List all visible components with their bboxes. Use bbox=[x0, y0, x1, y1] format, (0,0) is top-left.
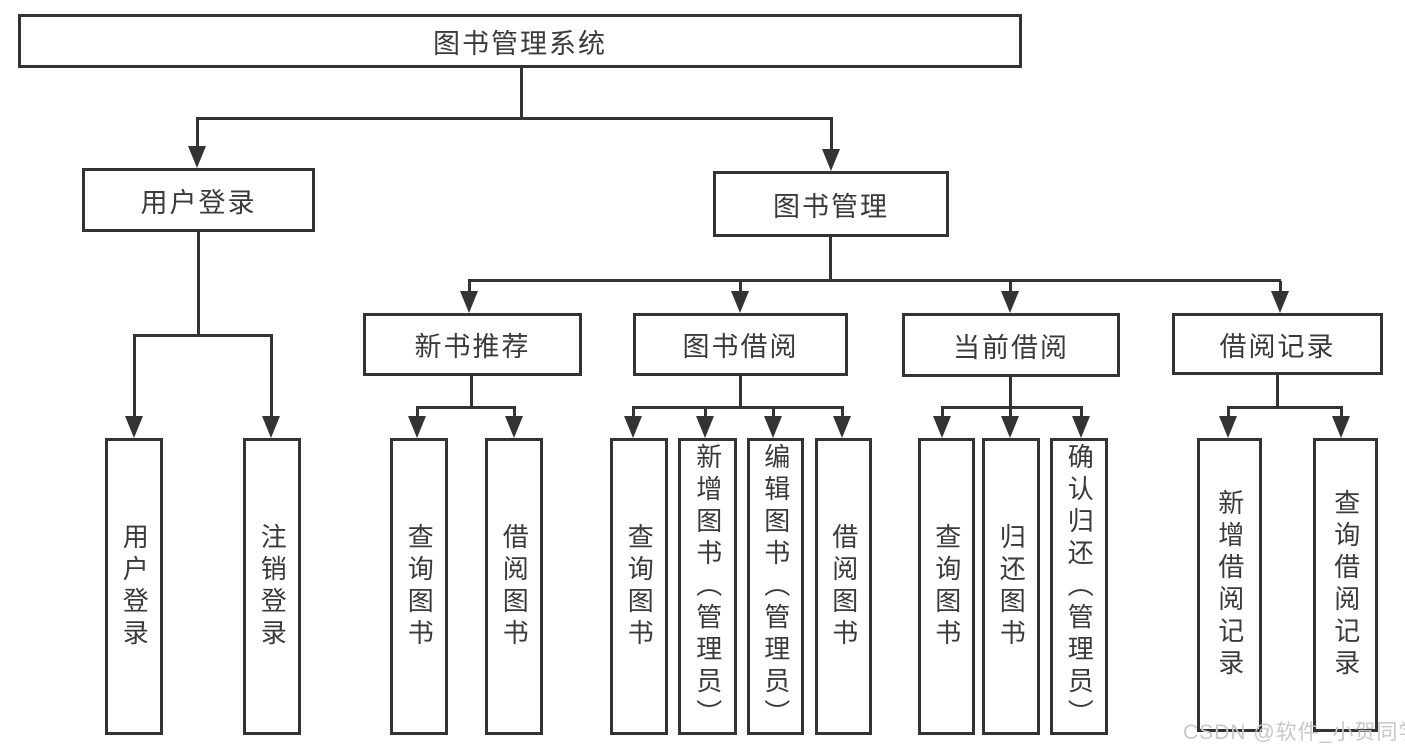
arrowhead-e2 bbox=[1332, 416, 1350, 438]
node-leaf-query-book-rec: 查询图书 bbox=[390, 438, 448, 735]
connector-drop-c3 bbox=[772, 408, 775, 416]
connector-drop-d1 bbox=[941, 408, 944, 416]
node-root: 图书管理系统 bbox=[18, 14, 1022, 68]
node-user-login-group-label: 用户登录 bbox=[140, 187, 257, 218]
node-leaf-user-login: 用户登录 bbox=[105, 438, 163, 735]
connector-drop-book-borrow bbox=[739, 281, 742, 293]
arrowhead-book-mgmt bbox=[822, 149, 840, 171]
connector-drop-new-book bbox=[468, 281, 471, 293]
node-leaf-add-book-admin: 新增图书（管理员） bbox=[678, 438, 737, 735]
arrowhead-new-book bbox=[460, 291, 478, 313]
node-leaf-query-book-rec-label: 查询图书 bbox=[404, 522, 435, 651]
connector-drop-user-login bbox=[196, 119, 199, 147]
node-leaf-add-borrow-record-label: 新增借阅记录 bbox=[1214, 489, 1245, 681]
node-leaf-confirm-return-admin-label: 确认归还（管理员） bbox=[1064, 442, 1095, 731]
arrowhead-leaf-logout bbox=[262, 416, 280, 438]
arrowhead-c1 bbox=[624, 416, 642, 438]
connector-book-mgmt-stem bbox=[829, 236, 832, 281]
node-leaf-query-borrow-record: 查询借阅记录 bbox=[1313, 438, 1378, 732]
arrowhead-leaf-login bbox=[125, 416, 143, 438]
connector-drop-c2 bbox=[704, 408, 707, 416]
node-leaf-edit-book-admin-label: 编辑图书（管理员） bbox=[760, 442, 791, 731]
node-book-mgmt-group-label: 图书管理 bbox=[773, 191, 889, 222]
node-leaf-return-book-label: 归还图书 bbox=[996, 522, 1027, 651]
arrowhead-c3 bbox=[764, 416, 782, 438]
node-leaf-query-book-current-label: 查询图书 bbox=[931, 522, 962, 651]
arrowhead-user-login bbox=[188, 146, 206, 168]
node-leaf-borrow-book-rec: 借阅图书 bbox=[485, 438, 543, 735]
node-borrow-record: 借阅记录 bbox=[1172, 313, 1383, 375]
node-new-book-rec: 新书推荐 bbox=[363, 313, 582, 376]
arrowhead-d1 bbox=[933, 416, 951, 438]
csdn-watermark: CSDN @软件_小贺同学 bbox=[1183, 721, 1405, 744]
connector-level1-hline bbox=[196, 117, 833, 120]
node-book-mgmt-group: 图书管理 bbox=[713, 171, 949, 237]
node-book-borrow: 图书借阅 bbox=[633, 313, 848, 376]
connector-book-borrow-hline bbox=[632, 406, 844, 409]
arrowhead-b1 bbox=[408, 416, 426, 438]
connector-drop-e2 bbox=[1340, 408, 1343, 416]
connector-drop-current-borrow bbox=[1009, 281, 1012, 293]
node-leaf-logout-label: 注销登录 bbox=[257, 522, 288, 651]
node-leaf-query-book-borrow-label: 查询图书 bbox=[624, 522, 655, 651]
connector-drop-c4 bbox=[841, 408, 844, 416]
connector-level2-hline bbox=[468, 279, 1281, 282]
connector-borrow-record-stem bbox=[1276, 374, 1279, 408]
connector-current-borrow-stem bbox=[1009, 376, 1012, 408]
connector-new-book-stem bbox=[470, 375, 473, 408]
node-user-login-group: 用户登录 bbox=[82, 168, 315, 232]
node-root-label: 图书管理系统 bbox=[433, 28, 607, 59]
node-new-book-rec-label: 新书推荐 bbox=[414, 332, 531, 362]
arrowhead-borrow-record bbox=[1271, 291, 1289, 313]
arrowhead-book-borrow bbox=[731, 291, 749, 313]
node-current-borrow: 当前借阅 bbox=[902, 313, 1120, 377]
connector-drop-d3 bbox=[1080, 408, 1083, 416]
node-leaf-return-book: 归还图书 bbox=[982, 438, 1040, 735]
node-leaf-user-login-label: 用户登录 bbox=[119, 522, 150, 651]
arrowhead-d2 bbox=[1001, 416, 1019, 438]
connector-drop-book-mgmt bbox=[830, 119, 833, 150]
node-leaf-borrow-book-rec-label: 借阅图书 bbox=[499, 522, 530, 651]
node-book-borrow-label: 图书借阅 bbox=[682, 332, 799, 362]
connector-drop-borrow-record bbox=[1279, 281, 1282, 293]
connector-drop-b2 bbox=[513, 408, 516, 416]
arrowhead-current-borrow bbox=[1001, 291, 1019, 313]
connector-root-stem bbox=[520, 67, 523, 119]
connector-new-book-hline bbox=[416, 406, 516, 409]
connector-drop-e1 bbox=[1227, 408, 1230, 416]
arrowhead-d3 bbox=[1072, 416, 1090, 438]
connector-user-login-stem bbox=[197, 231, 200, 336]
node-leaf-add-borrow-record: 新增借阅记录 bbox=[1197, 438, 1262, 732]
arrowhead-e1 bbox=[1219, 416, 1237, 438]
connector-drop-leaf-login bbox=[133, 336, 136, 416]
arrowhead-c2 bbox=[696, 416, 714, 438]
node-leaf-borrow-book: 借阅图书 bbox=[815, 438, 872, 735]
node-leaf-borrow-book-label: 借阅图书 bbox=[828, 522, 859, 651]
connector-drop-c1 bbox=[632, 408, 635, 416]
node-leaf-edit-book-admin: 编辑图书（管理员） bbox=[747, 438, 804, 735]
node-leaf-logout: 注销登录 bbox=[243, 438, 301, 735]
connector-drop-d2 bbox=[1009, 408, 1012, 416]
arrowhead-c4 bbox=[833, 416, 851, 438]
connector-user-login-hline bbox=[133, 334, 273, 337]
node-leaf-query-book-borrow: 查询图书 bbox=[610, 438, 668, 735]
connector-book-borrow-stem bbox=[739, 375, 742, 408]
arrowhead-b2 bbox=[505, 416, 523, 438]
connector-drop-b1 bbox=[416, 408, 419, 416]
connector-current-borrow-hline bbox=[941, 406, 1083, 409]
connector-drop-leaf-logout bbox=[270, 336, 273, 416]
node-leaf-query-borrow-record-label: 查询借阅记录 bbox=[1330, 489, 1361, 681]
connector-borrow-record-hline bbox=[1227, 406, 1343, 409]
node-leaf-query-book-current: 查询图书 bbox=[918, 438, 975, 735]
node-leaf-add-book-admin-label: 新增图书（管理员） bbox=[692, 442, 723, 731]
node-borrow-record-label: 借阅记录 bbox=[1219, 331, 1336, 362]
node-current-borrow-label: 当前借阅 bbox=[953, 332, 1069, 363]
node-leaf-confirm-return-admin: 确认归还（管理员） bbox=[1050, 438, 1108, 735]
